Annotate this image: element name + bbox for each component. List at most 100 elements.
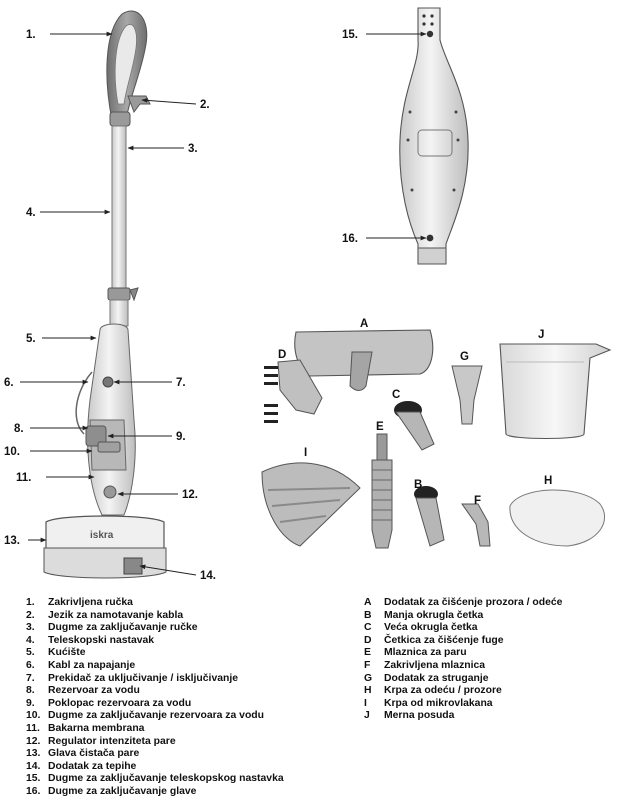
- item-key: 2.: [26, 609, 35, 621]
- list-item: 2. Jezik za namotavanje kabla: [26, 610, 356, 623]
- item-key: J: [364, 710, 370, 722]
- parts-list-numbered: 1. Zakrivljena ručka 2. Jezik za namotavan…: [26, 597, 356, 799]
- callout-E: E: [376, 421, 384, 433]
- item-key: G: [364, 672, 373, 684]
- scraper-attachment: [451, 365, 483, 425]
- callout-2: 2.: [200, 99, 210, 111]
- measuring-cup: [499, 343, 612, 440]
- item-label: Dugme za zaključavanje ručke: [48, 622, 198, 634]
- list-item: 15.Dugme za zaključavanje teleskopskog n…: [26, 773, 356, 786]
- callout-1: 1.: [26, 29, 36, 41]
- item-label: Zakrivljena ručka: [48, 597, 133, 608]
- curved-nozzle: [461, 503, 491, 547]
- list-item: 14. Dodatak za tepihe: [26, 761, 356, 774]
- item-key: 10.: [26, 710, 41, 722]
- item-label: Teleskopski nastavak: [48, 634, 155, 646]
- list-item: 7. Prekidač za uključivanje / isključivan…: [26, 673, 356, 686]
- item-label: Dugme za zaključavanje rezervoara za vod…: [48, 710, 264, 722]
- item-key: B: [364, 609, 372, 621]
- item-label: Krpa od mikrovlakana: [384, 697, 493, 709]
- item-label: Krpa za odeću / prozore: [384, 685, 502, 697]
- callout-11: 11.: [16, 472, 31, 484]
- callout-3: 3.: [188, 143, 198, 155]
- item-label: Glava čistača pare: [48, 748, 140, 760]
- callout-J: J: [538, 329, 544, 341]
- callout-12: 12.: [182, 489, 198, 501]
- list-item: H Krpa za odeću / prozore: [364, 685, 622, 698]
- handheld-unit-illustration: [399, 7, 469, 265]
- item-key: I: [364, 697, 367, 709]
- callout-I: I: [304, 447, 307, 459]
- cloth-pad: [509, 489, 605, 547]
- list-item: 1. Zakrivljena ručka: [26, 597, 356, 610]
- list-item: F Zakrivljena mlaznica: [364, 660, 622, 673]
- item-label: Dodatak za čišćenje prozora / odeće: [384, 597, 563, 608]
- callout-9: 9.: [176, 431, 186, 443]
- item-key: 8.: [26, 685, 35, 697]
- item-key: 16.: [26, 785, 41, 797]
- item-label: Veća okrugla četka: [384, 622, 478, 634]
- list-item: D Četkica za čišćenje fuge: [364, 635, 622, 648]
- item-label: Jezik za namotavanje kabla: [48, 609, 184, 621]
- item-key: H: [364, 685, 372, 697]
- callout-4: 4.: [26, 207, 36, 219]
- item-label: Dodatak za tepihe: [48, 760, 137, 772]
- callout-5: 5.: [26, 333, 36, 345]
- microfiber-cloth: [261, 462, 361, 547]
- list-item: 10. Dugme za zaključavanje rezervoara za …: [26, 710, 356, 723]
- callout-15: 15.: [342, 29, 358, 41]
- callout-7: 7.: [176, 377, 186, 389]
- callout-arrows: [20, 31, 427, 576]
- callout-6: 6.: [4, 377, 14, 389]
- item-key: 11.: [26, 722, 40, 734]
- callout-8: 8.: [14, 423, 24, 435]
- pole-lock-button: [426, 30, 434, 38]
- item-key: 12.: [26, 735, 41, 747]
- list-item: 11. Bakarna membrana: [26, 723, 356, 736]
- list-item: 12.Regulator intenziteta pare: [26, 736, 356, 749]
- item-key: 7.: [26, 672, 35, 684]
- item-key: 15.: [26, 773, 41, 785]
- item-label: Merna posuda: [384, 710, 455, 722]
- callout-10: 10.: [4, 446, 20, 458]
- callout-B: B: [414, 479, 422, 491]
- item-label: Manja okrugla četka: [384, 609, 484, 621]
- list-item: 8. Rezervoar za vodu: [26, 685, 356, 698]
- item-key: 13.: [26, 748, 41, 760]
- item-key: 14.: [26, 760, 41, 772]
- item-key: 9.: [26, 697, 35, 709]
- large-round-brush: [394, 401, 435, 451]
- product-figure: iskra: [4, 7, 612, 582]
- item-label: Zakrivljena mlaznica: [384, 659, 486, 671]
- window-attachment: [294, 329, 434, 391]
- item-label: Kućište: [48, 647, 86, 659]
- item-key: F: [364, 659, 371, 671]
- telescopic-pole: [111, 125, 127, 297]
- item-label: Poklopac rezervoara za vodu: [48, 697, 192, 709]
- list-item: I Krpa od mikrovlakana: [364, 698, 622, 711]
- callout-D: D: [278, 349, 286, 361]
- callout-14: 14.: [200, 570, 216, 582]
- item-key: A: [364, 597, 372, 608]
- list-item: 4.Teleskopski nastavak: [26, 635, 356, 648]
- item-label: Mlaznica za paru: [384, 647, 467, 659]
- item-label: Bakarna membrana: [48, 722, 145, 734]
- list-item: 6.Kabl za napajanje: [26, 660, 356, 673]
- item-key: 3.: [26, 622, 35, 634]
- power-cable: [75, 371, 93, 435]
- list-item: A Dodatak za čišćenje prozora / odeće: [364, 597, 622, 610]
- cable-hook: [127, 95, 151, 114]
- head-lock-button: [426, 234, 434, 242]
- item-key: D: [364, 634, 372, 646]
- item-key: 1.: [26, 597, 35, 608]
- item-label: Rezervoar za vodu: [48, 685, 140, 697]
- callout-16: 16.: [342, 233, 358, 245]
- small-round-brush: [414, 486, 445, 547]
- item-label: Prekidač za uključivanje / isključivanje: [48, 672, 239, 684]
- grout-brush: [264, 359, 323, 423]
- item-label: Četkica za čišćenje fuge: [384, 634, 504, 646]
- steam-nozzle: [371, 433, 393, 549]
